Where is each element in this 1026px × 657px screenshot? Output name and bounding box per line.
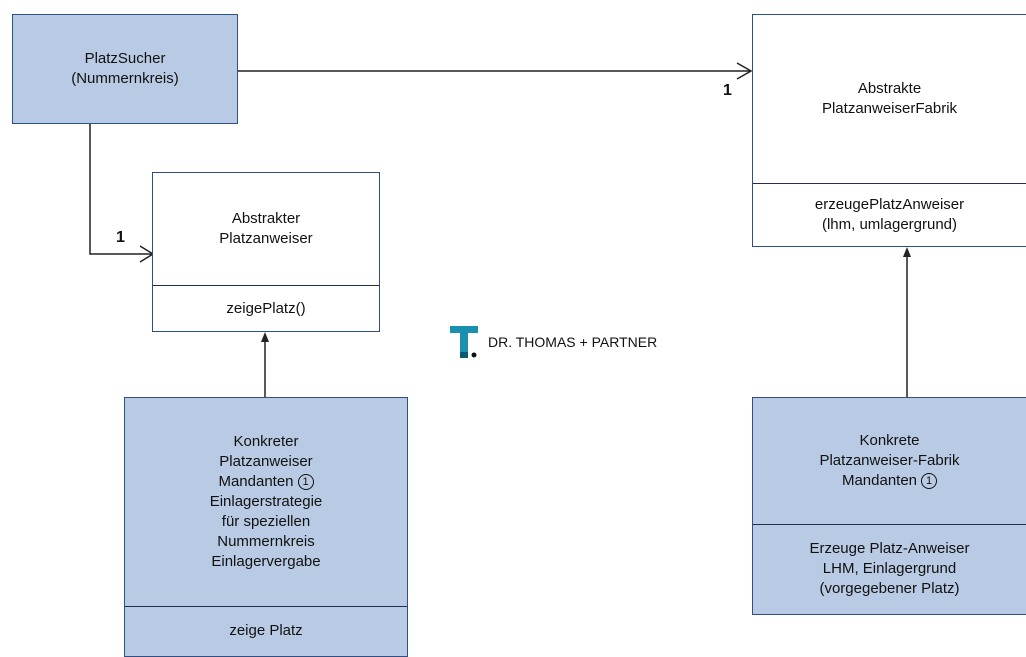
multiplicity-label-platzanweiser: 1: [116, 229, 125, 246]
konkreter-divider: [125, 606, 407, 607]
abstrakter-platzanweiser-divider: [153, 285, 379, 286]
konkrete-fabrik-method-line-3: (vorgegebener Platz): [819, 580, 960, 597]
konkreter-title-line-3: Mandanten: [218, 473, 294, 490]
abstrakter-platzanweiser-title-line-1: Abstrakter: [231, 210, 301, 227]
abstrakter-platzanweiser-title-line-2: Platzanweiser: [219, 230, 313, 247]
konkreter-title-line-4: Einlagerstrategie: [209, 493, 323, 510]
inheritance-arrowhead-left: [261, 332, 269, 342]
konkrete-fabrik-title-line-1: Konkrete: [859, 432, 920, 449]
brand-watermark: DR. THOMAS + PARTNER: [448, 322, 657, 362]
platz-sucher-node[interactable]: PlatzSucher (Nummernkreis): [12, 14, 238, 124]
abstrakte-fabrik-title-line-2: PlatzanweiserFabrik: [821, 100, 958, 117]
konkreter-title-line-5: für speziellen: [221, 513, 311, 530]
abstrakte-fabrik-method-line-2: (lhm, umlagergrund): [821, 216, 958, 233]
inheritance-arrowhead-right: [903, 247, 911, 257]
konkrete-fabrik-methods: Erzeuge Platz-Anweiser LHM, Einlagergrun…: [753, 525, 1026, 613]
abstrakte-fabrik-method-line-1: erzeugePlatzAnweiser: [814, 196, 965, 213]
platz-sucher-line-1: PlatzSucher: [84, 50, 166, 67]
platz-sucher-line-2: (Nummernkreis): [71, 70, 179, 87]
konkrete-fabrik-method-line-1: Erzeuge Platz-Anweiser: [809, 540, 970, 557]
abstrakter-platzanweiser-method-line-1: zeigePlatz(): [226, 299, 306, 317]
konkreter-title-line-7: Einlagervergabe: [211, 553, 321, 570]
konkrete-fabrik-divider: [753, 524, 1026, 525]
konkrete-fabrik-title-line-3: Mandanten: [841, 472, 918, 489]
konkrete-fabrik-title-line-2: Platzanweiser-Fabrik: [819, 452, 960, 469]
abstrakter-platzanweiser-node[interactable]: Abstrakter Platzanweiser zeigePlatz(): [152, 172, 380, 332]
konkreter-title-line-6: Nummernkreis: [217, 533, 315, 550]
multiplicity-label-fabrik: 1: [723, 82, 732, 99]
brand-name: DR. THOMAS + PARTNER: [488, 334, 658, 350]
circled-one-marker: 1: [921, 473, 938, 490]
konkreter-method-line-1: zeige Platz: [229, 622, 303, 639]
konkreter-title-line-1: Konkreter: [233, 433, 299, 450]
association-line-to-platzanweiser: [89, 124, 152, 255]
abstrakter-platzanweiser-title: Abstrakter Platzanweiser: [153, 173, 379, 285]
open-arrowhead-to-fabrik: [736, 62, 753, 80]
abstrakte-fabrik-methods: erzeugePlatzAnweiser (lhm, umlagergrund): [753, 184, 1026, 246]
circled-one-marker: 1: [297, 474, 314, 491]
abstrakte-fabrik-node[interactable]: Abstrakte PlatzanweiserFabrik erzeugePla…: [752, 14, 1026, 247]
konkreter-title-line-2: Platzanweiser: [219, 453, 313, 470]
konkreter-methods: zeige Platz: [125, 616, 407, 646]
abstrakte-fabrik-title: Abstrakte PlatzanweiserFabrik: [753, 15, 1026, 183]
abstrakte-fabrik-divider: [753, 183, 1026, 184]
abstrakte-fabrik-title-line-1: Abstrakte: [857, 80, 922, 97]
company-logo-icon: [450, 326, 478, 358]
konkrete-fabrik-method-line-2: LHM, Einlagergrund: [822, 560, 957, 577]
abstrakter-platzanweiser-methods: zeigePlatz(): [153, 286, 379, 331]
